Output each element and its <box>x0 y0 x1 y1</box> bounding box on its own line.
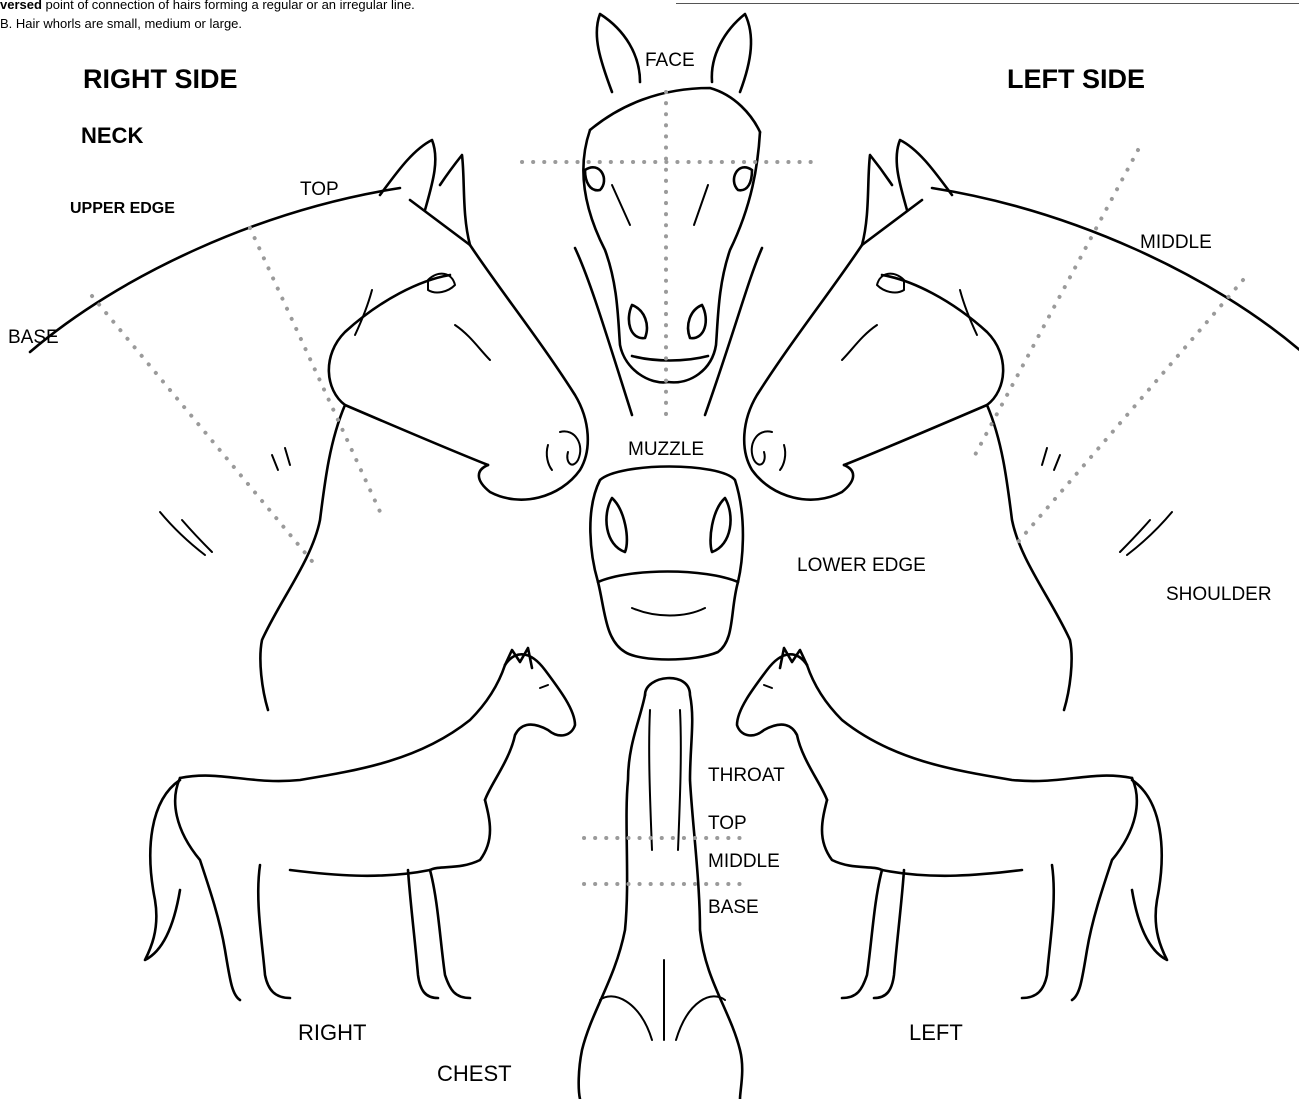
right-horse-label: RIGHT <box>298 1022 366 1044</box>
right-horse-eye <box>540 685 548 688</box>
right-neck-mark-1 <box>160 512 205 555</box>
upper-edge-label: UPPER EDGE <box>70 201 175 217</box>
muzzle-left-nostril <box>606 498 626 552</box>
muzzle-upper-lip <box>598 572 738 583</box>
throat-inner-right <box>678 710 681 850</box>
right-horse-chest <box>430 800 490 870</box>
dotted-reference-lines <box>92 92 1243 884</box>
front-face-drawing <box>575 14 762 415</box>
right-jaw-line <box>329 275 488 465</box>
right-neck-mark-3 <box>272 448 290 470</box>
right-neck-base-dotted-line <box>92 296 316 566</box>
note-line-1: versed point of connection of hairs form… <box>0 0 415 11</box>
neck-top-label: TOP <box>300 180 339 199</box>
right-horse-ears <box>505 648 532 668</box>
chest-muscle-right <box>676 996 725 1040</box>
right-side-heading: RIGHT SIDE <box>83 66 238 93</box>
left-horse-label: LEFT <box>909 1022 963 1044</box>
right-ear-back <box>440 155 470 245</box>
right-cheek-mark <box>455 325 490 360</box>
throat-middle-label: MIDDLE <box>708 852 780 871</box>
right-nostril <box>560 431 580 464</box>
right-full-horse-drawing <box>145 648 575 1000</box>
throat-chest-drawing <box>579 678 743 1099</box>
right-head-neck-drawing <box>30 140 588 710</box>
face-forelock <box>590 88 760 132</box>
right-ear-front <box>380 140 435 210</box>
left-neck-middle-dotted-line <box>975 150 1138 455</box>
left-head-neck-drawing <box>744 140 1299 710</box>
right-neck-underline <box>260 405 345 710</box>
right-horse-hind <box>175 778 240 1000</box>
right-horse-hind-leg-2 <box>258 865 290 998</box>
left-side-heading: LEFT SIDE <box>1007 66 1145 93</box>
right-horse-front-leg-1 <box>430 870 470 998</box>
note-rest: point of connection of hairs forming a r… <box>42 0 415 12</box>
face-right-brow <box>694 185 708 225</box>
left-full-horse-drawing <box>737 648 1167 1000</box>
face-right-nostril <box>688 305 706 338</box>
face-right-cheek <box>705 248 762 415</box>
muzzle-drawing <box>590 467 743 660</box>
right-horse-back <box>180 665 505 781</box>
right-neck-mark-2 <box>182 520 212 552</box>
face-left-ear <box>597 14 640 92</box>
face-left-brow <box>612 185 630 225</box>
muzzle-label: MUZZLE <box>628 440 704 459</box>
neck-label: NECK <box>81 125 143 147</box>
shoulder-label: SHOULDER <box>1166 585 1272 604</box>
left-neck-lower-dotted-line <box>1018 280 1243 542</box>
throat-label: THROAT <box>708 766 785 785</box>
neck-base-label: BASE <box>8 328 59 347</box>
note-line-2: B. Hair whorls are small, medium or larg… <box>0 17 242 30</box>
right-mouth <box>547 445 552 470</box>
face-left-nostril <box>629 305 647 338</box>
face-right-eye <box>734 167 752 190</box>
right-forelock <box>410 200 470 245</box>
throat-base-label: BASE <box>708 898 759 917</box>
face-right-ear <box>712 14 751 92</box>
right-horse-head <box>485 654 575 800</box>
face-noseband <box>632 356 708 361</box>
face-left-eye <box>585 167 604 190</box>
face-label: FACE <box>643 51 697 70</box>
chest-label: CHEST <box>437 1063 512 1085</box>
throat-outline-left <box>645 678 742 1099</box>
throat-top-label: TOP <box>708 814 747 833</box>
muzzle-mouth <box>632 608 705 616</box>
chest-muscle-left <box>600 996 652 1040</box>
face-left-cheek <box>575 248 632 415</box>
muzzle-right-nostril <box>711 498 731 552</box>
lower-edge-label: LOWER EDGE <box>797 556 926 575</box>
throat-inner-left <box>649 710 652 850</box>
neck-middle-label: MIDDLE <box>1140 233 1212 252</box>
right-neck-top-dotted-line <box>250 228 382 516</box>
right-face-profile <box>470 245 588 500</box>
throat-outline-right <box>579 695 645 1099</box>
note-bold-word: versed <box>0 0 42 12</box>
muzzle-outline <box>590 467 743 660</box>
